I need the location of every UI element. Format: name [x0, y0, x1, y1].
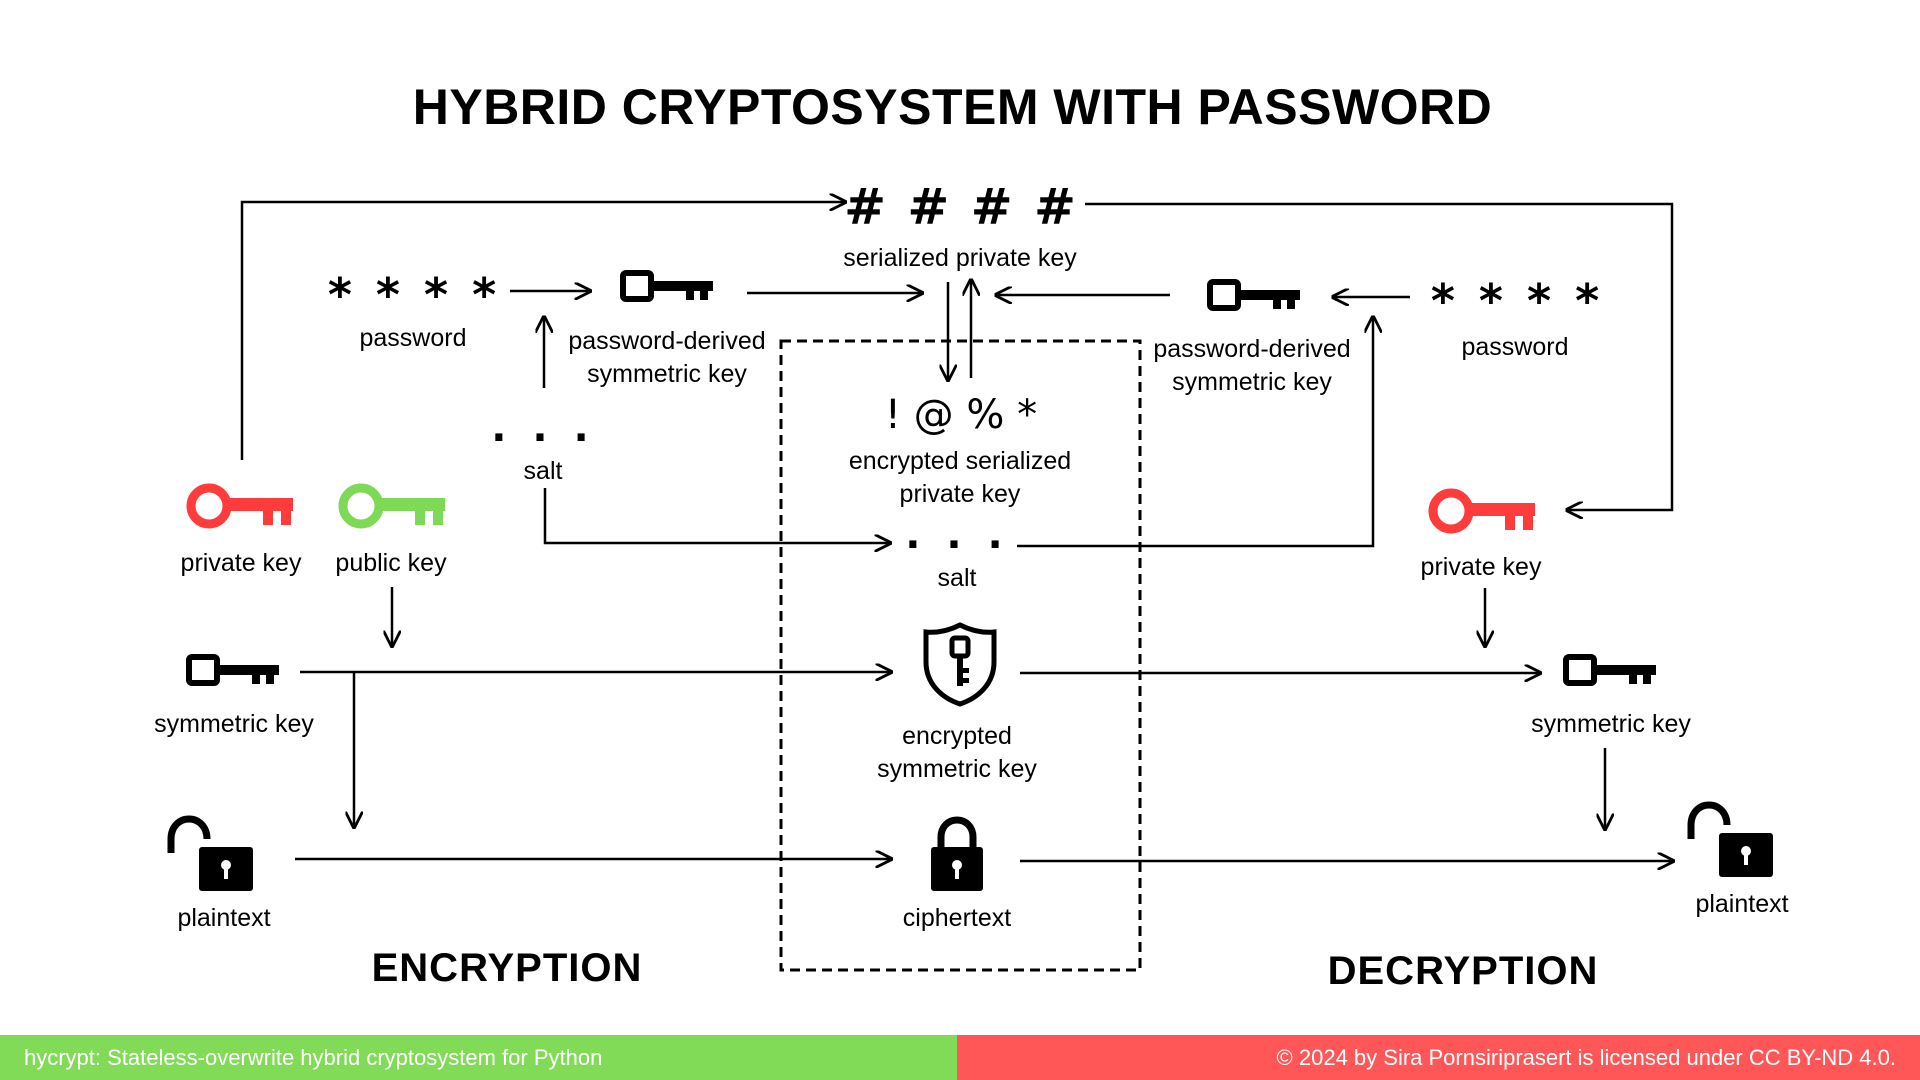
- encrypted-serialized-line2: private key: [899, 480, 1021, 508]
- pdk-dec-line2: symmetric key: [1172, 368, 1332, 396]
- locked-padlock-icon: [931, 816, 983, 891]
- unlocked-padlock-icon: [167, 815, 253, 891]
- page-title: HYBRID CRYPTOSYSTEM WITH PASSWORD: [412, 79, 1493, 135]
- footer-project-bar: hycrypt: Stateless-overwrite hybrid cryp…: [0, 1035, 957, 1080]
- symmetric-key-dec-icon: [1563, 654, 1656, 686]
- unlocked-padlock-dec-icon: [1687, 801, 1773, 877]
- symmetric-key-dec-label: symmetric key: [1531, 710, 1691, 738]
- stored-data-box: [779, 339, 1142, 972]
- decryption-heading: DECRYPTION: [1327, 949, 1599, 993]
- arrow-mid-salt-to-pdk-dec: [1017, 317, 1373, 548]
- encrypted-serialized-line1: encrypted serialized: [848, 447, 1072, 475]
- pdk-dec-line1: password-derived: [1153, 335, 1351, 363]
- password-dec-symbol: * * * *: [1430, 274, 1604, 328]
- password-enc-symbol: * * * *: [327, 268, 501, 322]
- serialized-key-symbol: # # # #: [844, 178, 1078, 236]
- salt-mid-symbol: . . .: [905, 512, 1009, 558]
- salt-enc-label: salt: [523, 457, 563, 485]
- private-key-enc-label: private key: [180, 549, 302, 577]
- private-key-dec-label: private key: [1420, 553, 1542, 581]
- plaintext-dec-label: plaintext: [1695, 890, 1789, 918]
- encrypted-serialized-label: encrypted serialized private key: [849, 445, 1071, 511]
- salt-enc-symbol: . . .: [491, 405, 595, 451]
- password-derived-key-icon: [620, 270, 713, 302]
- ciphertext-label: ciphertext: [902, 904, 1012, 932]
- encrypted-symmetric-label: encrypted symmetric key: [877, 720, 1037, 786]
- arrow-salt-to-mid-salt: [543, 488, 890, 543]
- symmetric-key-enc-label: symmetric key: [154, 710, 314, 738]
- arrow-serialized-to-privkey-dec: [1085, 202, 1674, 510]
- encrypted-serialized-symbol: ! @ % *: [884, 392, 1038, 438]
- shield-key-icon: [923, 622, 997, 707]
- encrypted-symmetric-line2: symmetric key: [877, 755, 1037, 783]
- public-key-icon: [338, 483, 445, 529]
- private-key-icon: [186, 483, 293, 529]
- arrow-privkey-to-serialized: [240, 202, 845, 460]
- encryption-heading: ENCRYPTION: [371, 946, 643, 990]
- public-key-label: public key: [335, 549, 447, 577]
- password-dec-label: password: [1461, 333, 1569, 361]
- salt-mid-label: salt: [937, 564, 977, 592]
- plaintext-enc-label: plaintext: [177, 904, 271, 932]
- pdk-enc-line2: symmetric key: [587, 360, 747, 388]
- pdk-enc-label: password-derived symmetric key: [568, 325, 765, 391]
- password-derived-key-dec-icon: [1207, 279, 1300, 311]
- password-enc-label: password: [359, 324, 467, 352]
- footer-license-bar: © 2024 by Sira Pornsiriprasert is licens…: [957, 1035, 1920, 1080]
- pdk-enc-line1: password-derived: [568, 327, 766, 355]
- private-key-dec-icon: [1428, 488, 1535, 534]
- encrypted-symmetric-line1: encrypted: [902, 722, 1012, 750]
- serialized-private-key-label: serialized private key: [843, 244, 1077, 272]
- symmetric-key-icon: [186, 654, 279, 686]
- pdk-dec-label: password-derived symmetric key: [1153, 333, 1350, 399]
